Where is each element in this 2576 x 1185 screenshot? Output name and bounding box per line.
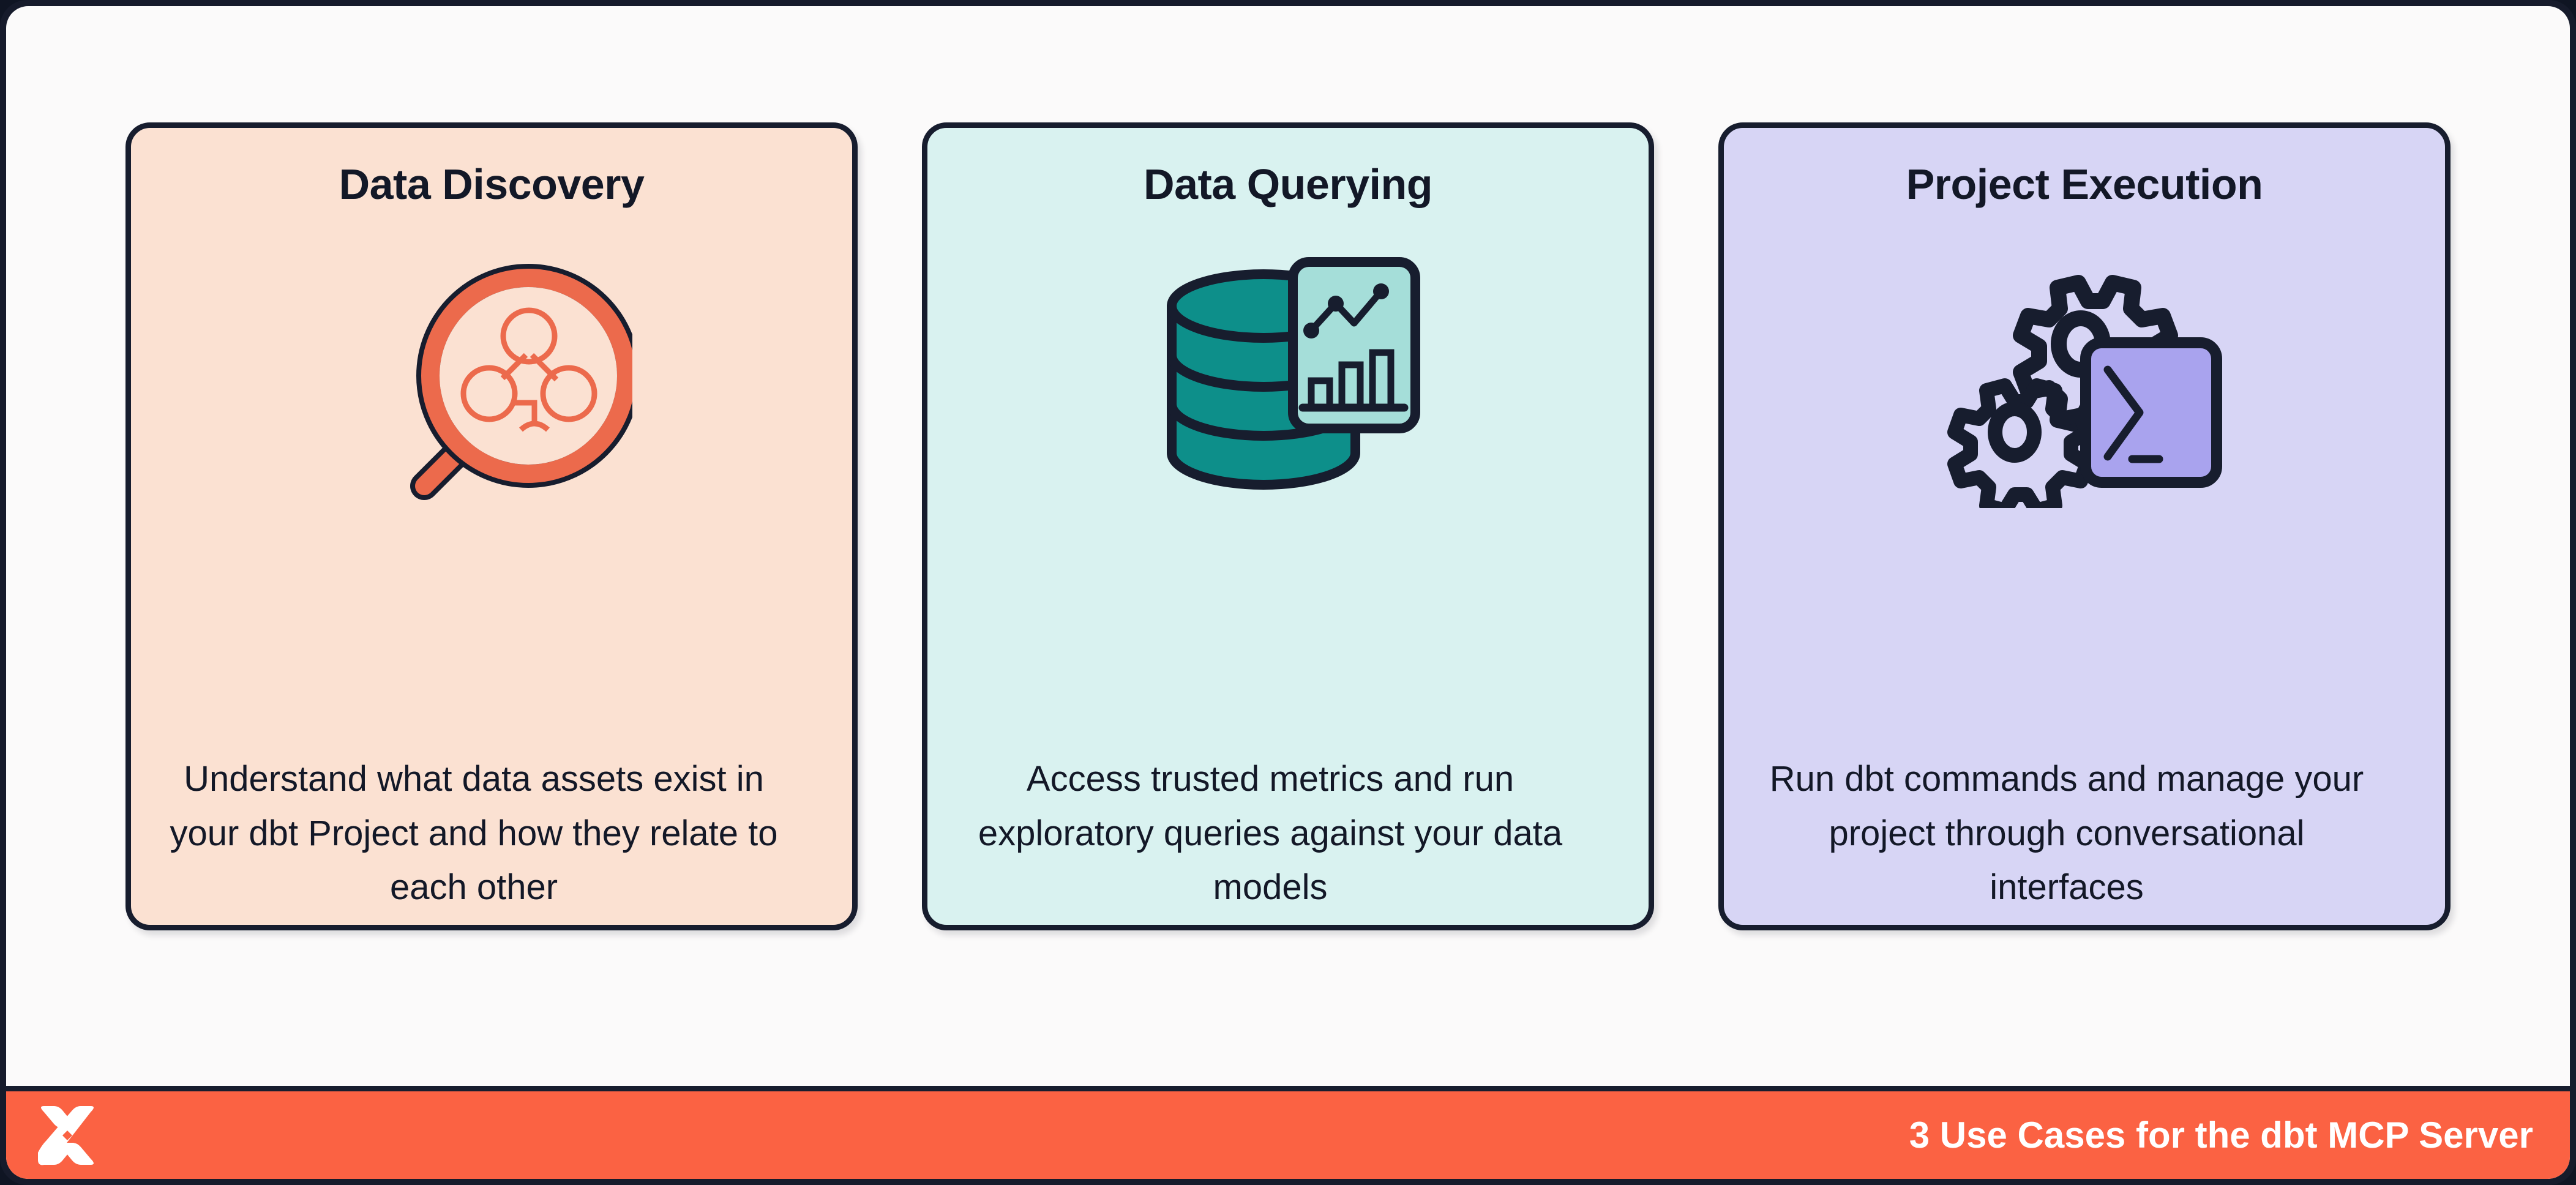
card-project-execution[interactable]: Project Execution: [1718, 122, 2451, 930]
infographic-frame: Data Discovery: [6, 6, 2570, 1179]
magnifier-lineage-icon: [351, 233, 632, 526]
gears-terminal-icon: [1944, 233, 2225, 526]
card-body: Run dbt commands and manage your project…: [1769, 759, 2364, 908]
use-case-cards: Data Discovery: [6, 6, 2570, 1086]
card-title: Data Discovery: [339, 160, 645, 208]
card-title: Project Execution: [1906, 160, 2263, 208]
card-title: Data Querying: [1144, 160, 1432, 208]
card-data-querying[interactable]: Data Querying: [922, 122, 1654, 930]
card-data-discovery[interactable]: Data Discovery: [125, 122, 858, 930]
card-body: Understand what data assets exist in you…: [170, 759, 778, 908]
dbt-logo-icon: [36, 1104, 99, 1167]
footer-caption: 3 Use Cases for the dbt MCP Server: [1909, 1115, 2533, 1156]
card-body: Access trusted metrics and run explorato…: [978, 759, 1563, 908]
footer-bar: 3 Use Cases for the dbt MCP Server: [6, 1086, 2570, 1179]
database-analytics-icon: [1147, 233, 1429, 526]
